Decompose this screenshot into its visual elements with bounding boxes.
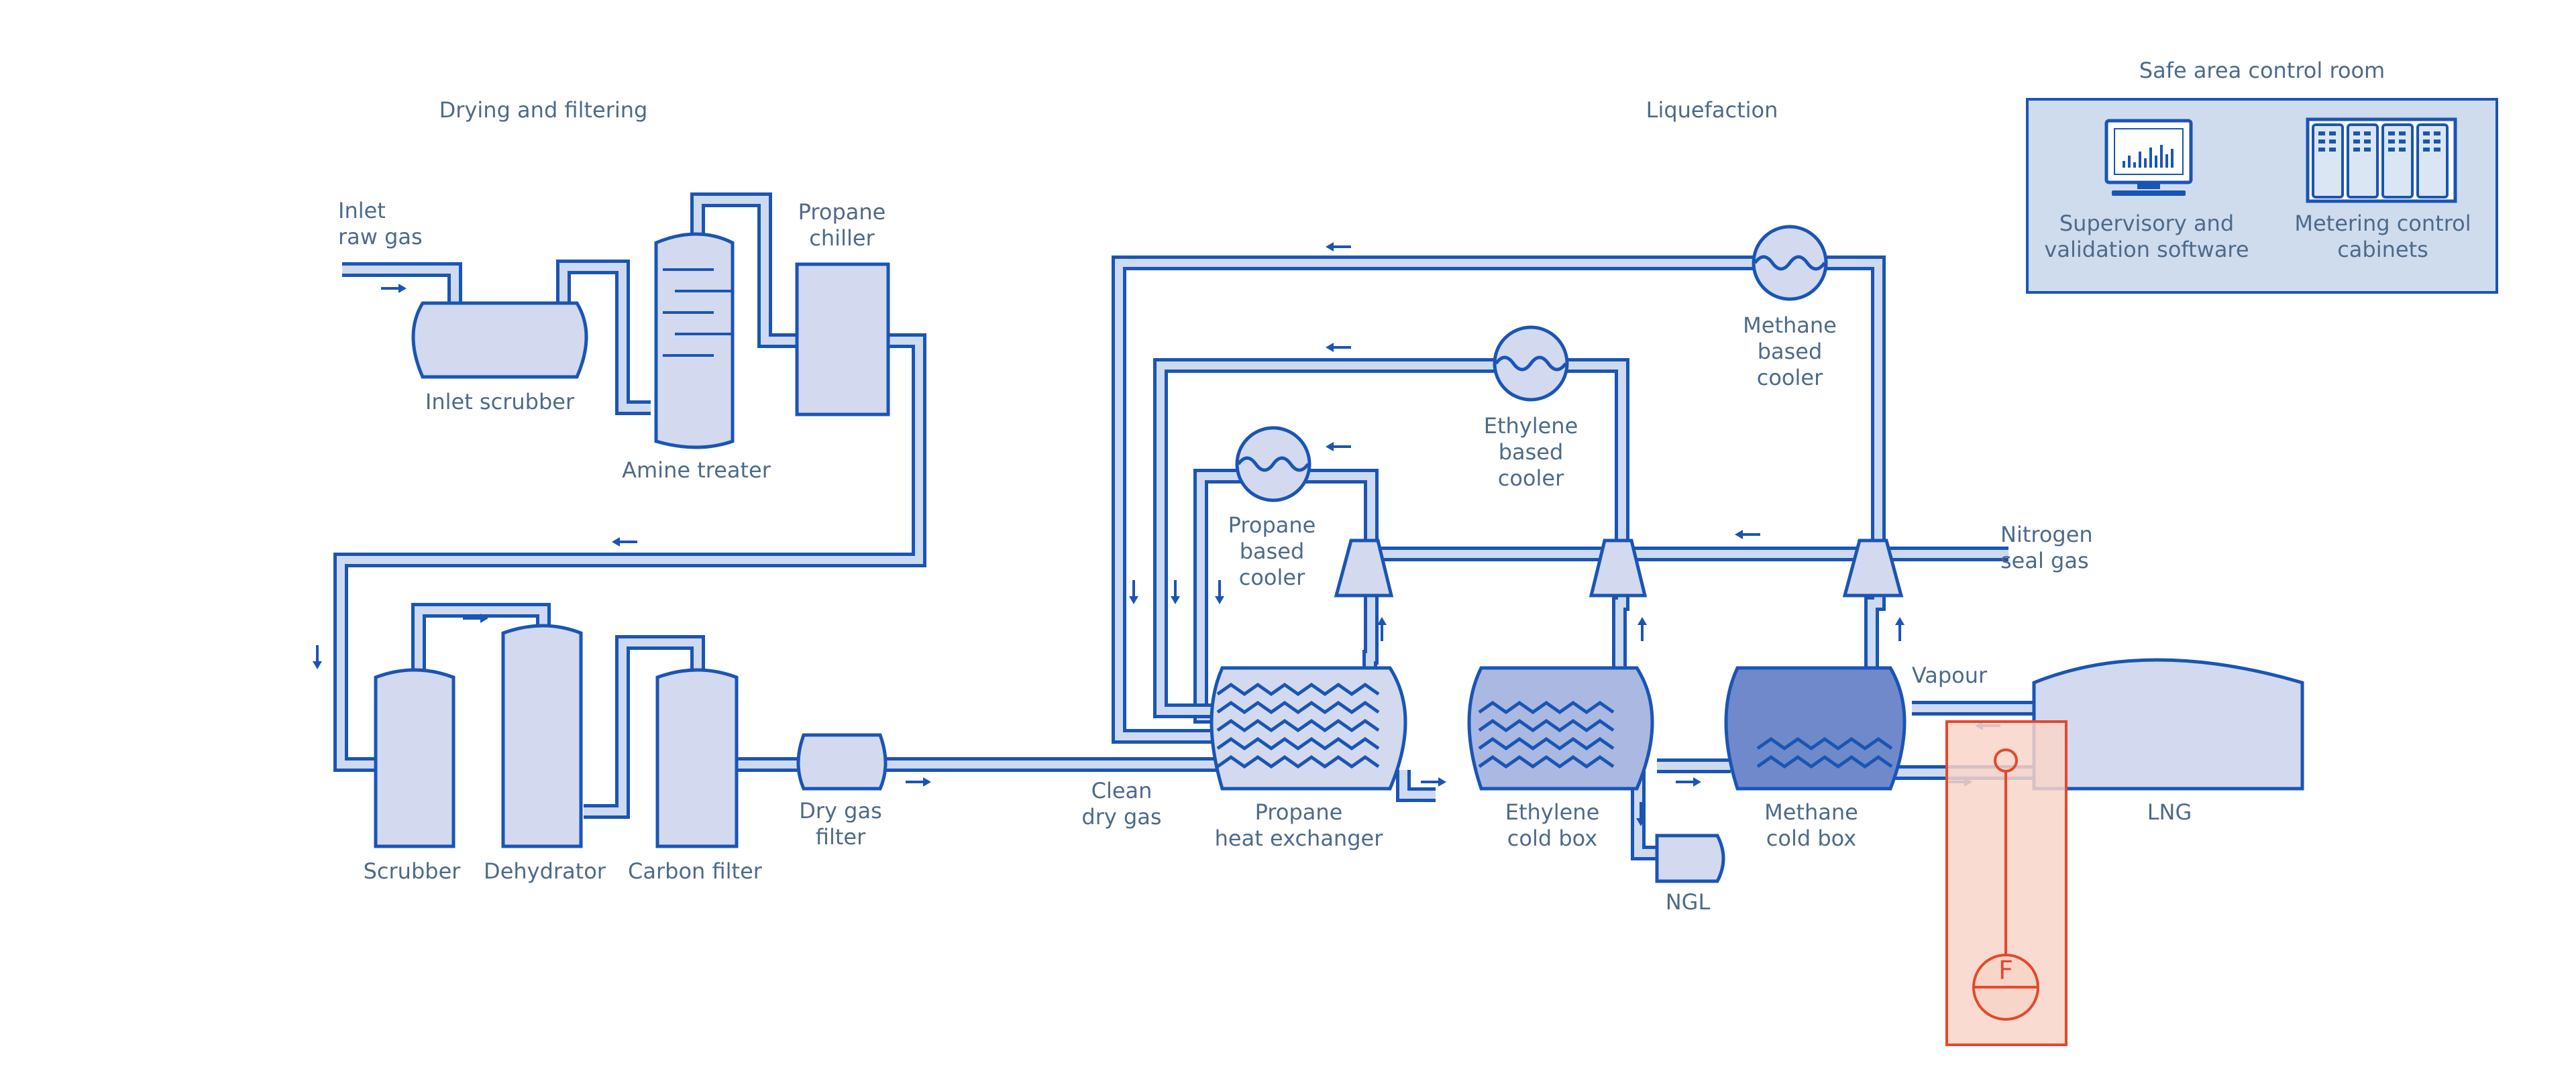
label-ethylene-cooler-3: cooler [1498,465,1564,491]
label-dry-gas-filter-1: Dry gas [799,798,882,824]
lng-tank [2032,658,2304,791]
label-metering-1: Metering control [2294,211,2471,236]
label-clean-dry-gas-1: Clean [1091,778,1152,803]
label-methane-cooler-3: cooler [1757,365,1823,390]
pipe-network-liquefaction [1112,256,2039,860]
carbon-filter [655,668,739,848]
label-inlet-scrubber: Inlet scrubber [425,389,575,414]
label-lng: LNG [2147,799,2192,825]
flowmeter-icon [1972,748,2039,1021]
label-propane-hx-1: Propane [1255,799,1343,825]
label-vapour: Vapour [1912,663,1988,688]
label-nitrogen-seal-gas-1: Nitrogen [2000,522,2093,547]
ethylene-compressor [1589,539,1648,598]
label-supervisory-2: validation software [2044,237,2249,262]
inlet-scrubber [411,301,588,379]
computer-monitor-icon [2104,119,2193,196]
label-scrubber: Scrubber [364,858,462,884]
label-flowmeter-f: F [1998,956,2013,985]
label-propane-chiller-2: chiller [809,225,875,251]
ethylene-based-cooler [1493,325,1569,402]
section-liquefaction-title: Liquefaction [1646,97,1778,123]
propane-compressor [1334,539,1394,598]
label-methane-cooler-2: based [1758,339,1823,364]
label-dehydrator: Dehydrator [484,858,606,884]
ngl-tank [1655,834,1725,883]
methane-cold-box [1724,666,1907,791]
label-amine-treater: Amine treater [622,457,771,483]
label-metering-2: cabinets [2337,237,2428,262]
methane-compressor [1842,539,1904,598]
label-propane-hx-2: heat exchanger [1215,826,1384,851]
label-inlet-raw-gas-1: Inlet [338,198,386,223]
label-supervisory-1: Supervisory and [2059,211,2234,236]
label-clean-dry-gas-2: dry gas [1081,804,1161,830]
label-ngl: NGL [1666,889,1711,915]
propane-chiller [795,262,890,416]
label-ethylene-cold-box-2: cold box [1507,826,1597,851]
metering-cabinets-icon [2306,117,2457,203]
label-propane-chiller-1: Propane [798,199,886,225]
scrubber [374,668,455,848]
label-dry-gas-filter-2: filter [816,824,866,850]
label-propane-cooler-1: Propane [1228,512,1316,538]
flow-arrows [313,242,2000,826]
diagram-labels: Drying and filtering Liquefaction Safe a… [338,58,2471,985]
propane-based-cooler [1235,426,1311,502]
label-ethylene-cold-box-1: Ethylene [1505,799,1600,825]
methane-box-coils [1756,736,1893,769]
propane-hx-coils [1216,682,1380,769]
label-propane-cooler-2: based [1240,539,1305,564]
amine-treater-trays [663,268,733,357]
label-carbon-filter: Carbon filter [628,858,763,884]
label-nitrogen-seal-gas-2: seal gas [2000,548,2089,573]
dry-gas-filter [796,733,888,791]
methane-based-cooler [1752,225,1828,301]
dehydrator [501,624,583,848]
amine-treater [654,232,735,449]
section-drying-title: Drying and filtering [439,97,648,123]
label-inlet-raw-gas-2: raw gas [338,224,423,249]
pipe-network-drying [333,192,1221,819]
label-propane-cooler-3: cooler [1239,565,1305,590]
label-methane-cold-box-2: cold box [1766,826,1856,851]
label-methane-cold-box-1: Methane [1764,799,1858,825]
ethylene-box-coils [1478,700,1615,769]
label-ethylene-cooler-2: based [1499,439,1564,465]
label-methane-cooler-1: Methane [1743,313,1837,338]
section-control-room-title: Safe area control room [2139,58,2385,83]
label-ethylene-cooler-1: Ethylene [1484,413,1578,439]
